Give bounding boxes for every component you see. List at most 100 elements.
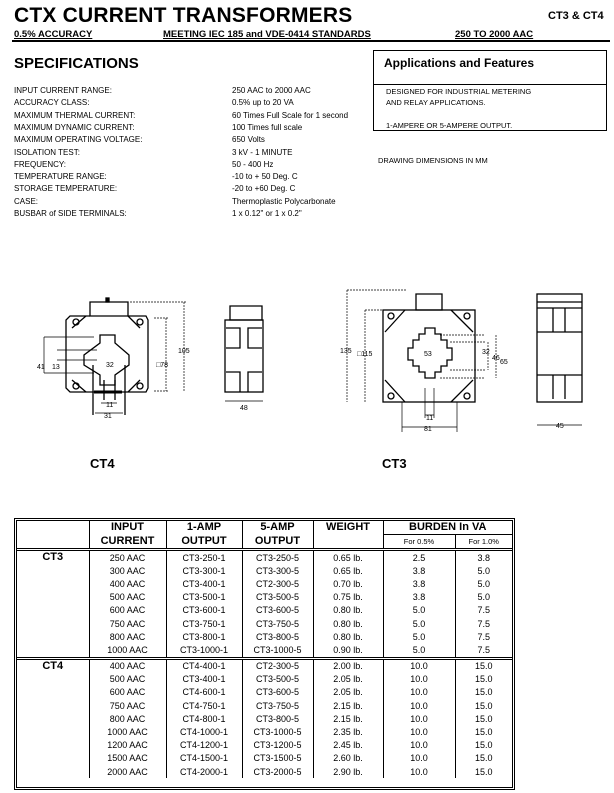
header-input: INPUT [88,521,166,535]
cell-1amp-model: CT3-750-1 [165,616,242,631]
spec-value: 0.5% up to 20 VA [232,98,294,108]
cell-burden-05: 5.0 [382,603,455,617]
header-burden-10: For 1.0% [454,534,512,550]
cell-input-current: 1000 AAC [88,725,166,739]
cell-1amp-model: CT3-400-1 [165,577,242,591]
svg-text:53: 53 [424,351,432,358]
applications-text: AND RELAY APPLICATIONS. [386,98,486,107]
range-label: 250 TO 2000 AAC [455,29,534,40]
accuracy-label: 0.5% ACCURACY [14,29,93,40]
cell-weight: 2.05 lb. [312,685,383,700]
spec-label: STORAGE TEMPERATURE: [14,184,118,194]
cell-5amp-model: CT3-1500-5 [241,751,313,765]
cell-burden-05: 2.5 [382,548,455,565]
cell-burden-05: 10.0 [382,725,455,739]
spec-value: 1 x 0.12" or 1 x 0.2" [232,209,302,218]
models-table: INPUT 1-AMP 5-AMP WEIGHT BURDEN In VA CU… [14,518,515,790]
cell-input-current: 500 AAC [88,590,166,604]
svg-text:81: 81 [424,426,432,433]
svg-text:105: 105 [178,348,190,355]
svg-text:32: 32 [482,349,490,356]
cell-burden-05: 10.0 [382,672,455,686]
svg-text:45: 45 [556,423,564,430]
cell-1amp-model: CT3-1000-1 [165,643,242,658]
cell-burden-05: 10.0 [382,656,455,673]
spec-value: 3 kV - 1 MINUTE [232,147,293,157]
cell-input-current: 400 AAC [88,577,166,591]
spec-label: ACCURACY CLASS: [14,98,90,108]
cell-1amp-model: CT3-600-1 [165,603,242,617]
cell-5amp-model: CT3-1000-5 [241,643,313,658]
cell-burden-10: 5.0 [454,590,512,604]
header-burden-05: For 0.5% [382,534,455,550]
cell-burden-05: 10.0 [382,751,455,765]
svg-text:46: 46 [492,355,500,362]
svg-text:135: 135 [340,348,352,355]
cell-5amp-model: CT3-800-5 [241,630,313,644]
spec-label: ISOLATION TEST: [14,147,80,157]
cell-burden-05: 5.0 [382,643,455,658]
spec-value: 650 Volts [232,135,265,145]
cell-input-current: 2000 AAC [88,765,166,779]
cell-weight: 2.15 lb. [312,699,383,713]
cell-input-current: 750 AAC [88,699,166,713]
applications-divider [374,84,606,85]
cell-1amp-model: CT4-600-1 [165,685,242,700]
standards-label: MEETING IEC 185 and VDE-0414 STANDARDS [163,29,371,40]
svg-text:11: 11 [106,402,113,409]
ct3-front-drawing: 135 □115 53 32 46 65 11 81 [340,289,508,433]
cell-1amp-model: CT4-1200-1 [165,738,242,752]
spec-label: TEMPERATURE RANGE: [14,172,107,182]
cell-5amp-model: CT3-600-5 [241,685,313,700]
applications-text: 1-AMPERE OR 5-AMPERE OUTPUT. [386,121,513,130]
cell-input-current: 800 AAC [88,630,166,644]
cell-burden-10: 7.5 [454,643,512,658]
cell-input-current: 600 AAC [88,685,166,700]
cell-burden-10: 15.0 [454,712,512,726]
cell-1amp-model: CT3-300-1 [165,564,242,578]
spec-label: CASE: [14,196,39,206]
cell-5amp-model: CT2-300-5 [241,577,313,591]
group-label: CT4 [17,656,89,779]
cell-5amp-model: CT3-250-5 [241,548,313,565]
spec-value: 100 Times full scale [232,122,303,132]
cell-burden-10: 3.8 [454,548,512,565]
cell-burden-10: 15.0 [454,725,512,739]
cell-weight: 0.90 lb. [312,643,383,658]
cell-weight: 2.90 lb. [312,765,383,779]
cell-weight: 0.75 lb. [312,590,383,604]
cell-burden-10: 5.0 [454,564,512,578]
cell-input-current: 1500 AAC [88,751,166,765]
cell-weight: 0.70 lb. [312,577,383,591]
spec-value: 50 - 400 Hz [232,159,274,169]
spec-label: MAXIMUM DYNAMIC CURRENT: [14,122,135,132]
cell-weight: 2.05 lb. [312,672,383,686]
cell-input-current: 500 AAC [88,672,166,686]
group-label: CT3 [17,548,89,658]
cell-burden-05: 10.0 [382,685,455,700]
cell-burden-10: 15.0 [454,672,512,686]
spec-value: 250 AAC to 2000 AAC [232,86,311,95]
cell-burden-05: 10.0 [382,699,455,713]
cell-weight: 2.45 lb. [312,738,383,752]
header-weight: WEIGHT [312,521,383,550]
cell-5amp-model: CT3-600-5 [241,603,313,617]
cell-1amp-model: CT4-750-1 [165,699,242,713]
cell-5amp-model: CT3-1000-5 [241,725,313,739]
cell-1amp-model: CT4-1500-1 [165,751,242,765]
header-input-2: CURRENT [88,534,166,550]
cell-weight: 0.65 lb. [312,548,383,565]
cell-weight: 2.60 lb. [312,751,383,765]
